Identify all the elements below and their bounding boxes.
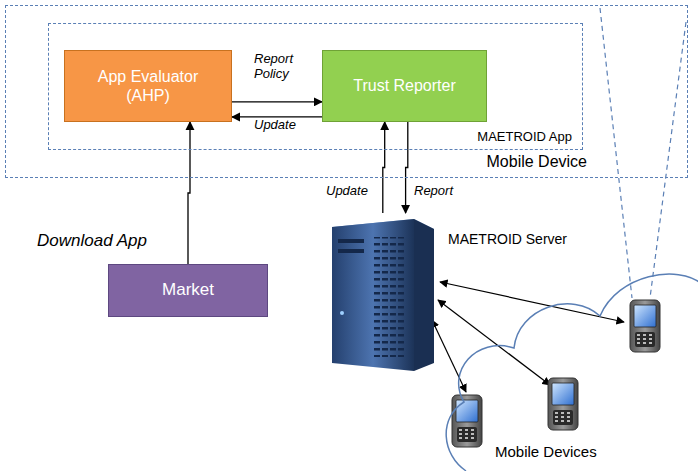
cloud-outline xyxy=(440,250,698,471)
zoom-lines xyxy=(600,8,686,298)
cloud-node: Mobile Devices xyxy=(440,250,698,471)
node-label: App Evaluator (AHP) xyxy=(88,67,208,105)
process-box: Trust Reporter xyxy=(322,50,487,122)
phone-icon xyxy=(548,378,578,430)
node-label: Mobile Device xyxy=(487,152,587,171)
connector-arrow xyxy=(383,122,385,213)
node-label: Trust Reporter xyxy=(353,76,456,95)
phone-icon xyxy=(452,395,482,447)
node-label: MAETROID Server xyxy=(448,231,567,248)
process-box: App Evaluator (AHP) xyxy=(64,50,232,122)
server-links xyxy=(432,282,624,392)
phone-icon xyxy=(630,300,660,352)
edge-label: Report xyxy=(412,184,455,199)
server-icon xyxy=(318,213,438,375)
connector-arrow xyxy=(188,122,190,264)
connector-arrow xyxy=(406,122,408,213)
node-label: MAETROID App xyxy=(477,129,572,145)
node-label: Market xyxy=(162,280,214,300)
node-label: Mobile Devices xyxy=(495,443,597,461)
device-region: Mobile Device MAETROID App App Evaluator (… xyxy=(5,5,688,178)
app-region: MAETROID App App Evaluator (AHP) Trust Rep… xyxy=(48,23,583,150)
edge-label: Download App xyxy=(35,231,149,251)
edge-label: Update xyxy=(324,184,370,199)
process-box: Market xyxy=(108,264,268,317)
edge-label: Update xyxy=(252,118,298,133)
server-node: MAETROID Server xyxy=(318,213,438,375)
edge-label: Report Policy xyxy=(252,52,312,82)
connector-arrow xyxy=(232,101,322,102)
